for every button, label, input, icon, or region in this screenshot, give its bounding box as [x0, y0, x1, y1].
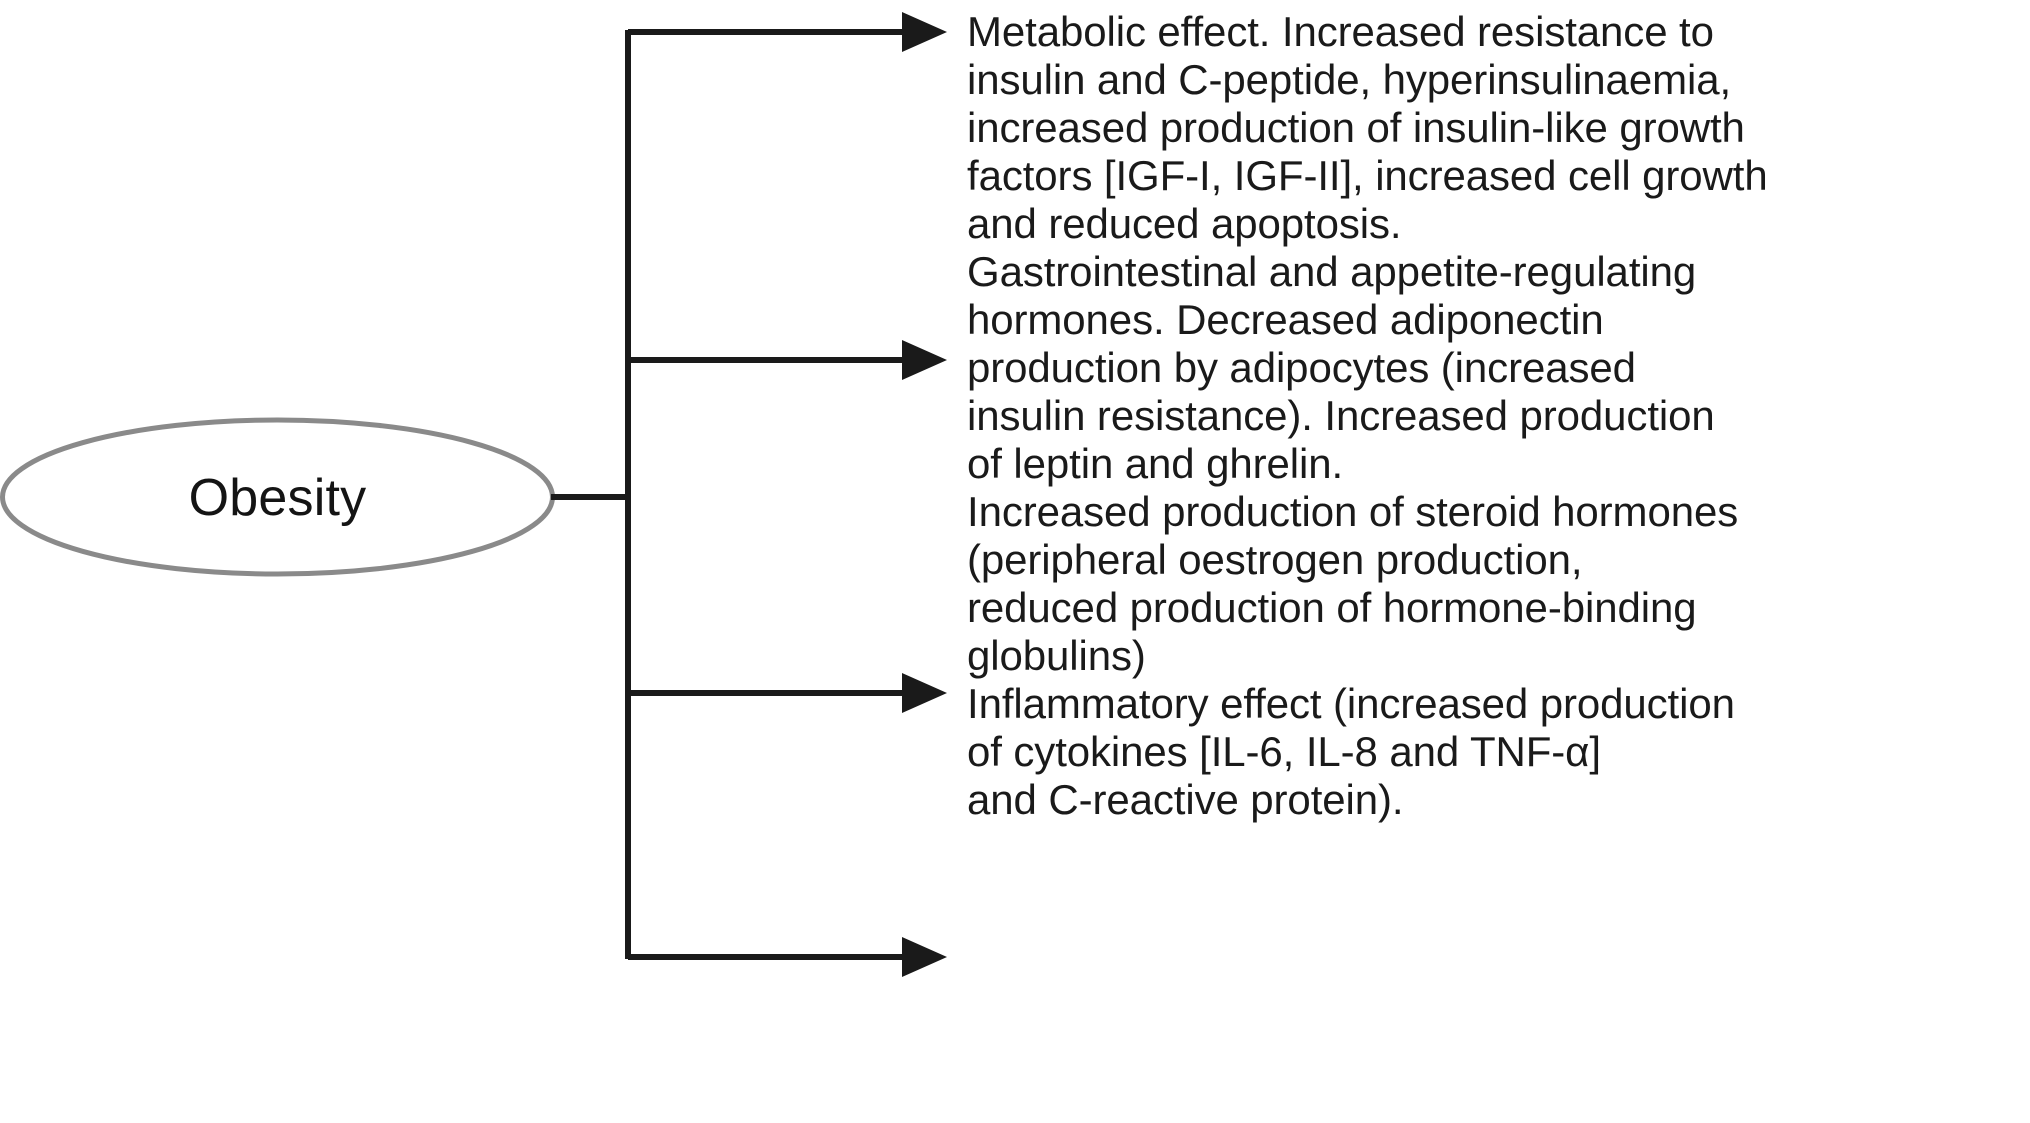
obesity-node-label: Obesity	[188, 468, 367, 527]
branch-text-gastrointestinal-appetite-hormones: Gastrointestinal and appetite-regulating…	[967, 248, 1715, 487]
branch-text-inflammatory-effect: Inflammatory effect (increased productio…	[967, 680, 1735, 823]
branch-text-steroid-hormones: Increased production of steroid hormones…	[967, 488, 1739, 679]
branch-arrowhead-4	[902, 937, 947, 977]
branch-text-list: Metabolic effect. Increased resistance t…	[967, 0, 2030, 824]
branch-arrowhead-3	[902, 673, 947, 713]
branch-arrowhead-1	[902, 12, 947, 52]
branch-text-metabolic-effect: Metabolic effect. Increased resistance t…	[967, 8, 1768, 247]
branch-arrowhead-2	[902, 340, 947, 380]
